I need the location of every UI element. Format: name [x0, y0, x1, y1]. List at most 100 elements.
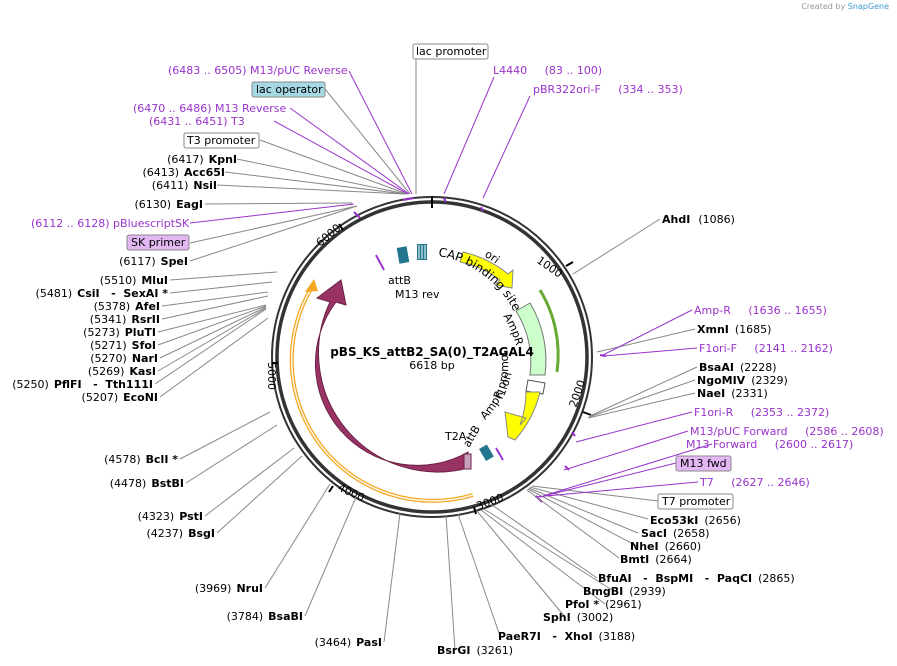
mlui-name: MluI: [141, 274, 168, 287]
feature-orange-outline: [289, 279, 474, 503]
svg-text:SphI(3002): SphI (3002): [543, 611, 613, 624]
afei-name: AfeI: [135, 300, 160, 313]
bstbi-name: BstBI: [151, 477, 184, 490]
acc65i-pos: (6413): [142, 166, 179, 179]
bcli-pos: (4578): [104, 453, 141, 466]
credit-created-by: Created by: [801, 2, 846, 11]
label-m13-reverse: (6470 .. 6486) M13 Reverse: [133, 102, 286, 115]
svg-text:(5250)PflFI - Tth111I: (5250)PflFI - Tth111I: [12, 378, 153, 391]
label-t3-promoter: T3 promoter: [186, 134, 256, 147]
t2a-label: T2A: [444, 430, 467, 443]
feature-attb-left: [396, 246, 410, 264]
csii-name: CsiI - SexAI *: [77, 287, 168, 300]
bmti-name: BmtI: [620, 553, 649, 566]
svg-text:(6117)SpeI: (6117)SpeI: [119, 255, 188, 268]
nsii-name: NsiI: [193, 179, 217, 192]
bmti-pos: (2664): [655, 553, 692, 566]
paer7i-pos: (3188): [599, 630, 636, 643]
svg-text:SacI(2658): SacI(2658): [641, 527, 710, 540]
feature-t2a: [463, 453, 472, 470]
bsaai-name: BsaAI: [699, 361, 734, 374]
econi-pos: (5207): [82, 391, 119, 404]
svg-text:(3784)BsaBI: (3784)BsaBI: [227, 610, 303, 623]
mlui-pos: (5510): [100, 274, 137, 287]
xmni-name: XmnI: [697, 323, 729, 336]
pfoi-pos: (2961): [605, 598, 642, 611]
svg-text:BfuAI - BspMI - PaqCI(28: BfuAI - BspMI - PaqCI(2865): [598, 572, 795, 585]
csii-pos: (5481): [36, 287, 73, 300]
svg-text:(4478)BstBI: (4478)BstBI: [110, 477, 184, 490]
credit-brand: SnapGene: [847, 2, 889, 11]
eco53ki-name: Eco53kI: [650, 514, 698, 527]
label-lac-operator: lac operator: [256, 83, 323, 96]
svg-text:(3969)NruI: (3969)NruI: [195, 582, 263, 595]
label-m13-forward: M13 Forward (2600 .. 2617): [686, 438, 853, 451]
sphi-name: SphI: [543, 611, 571, 624]
kasi-name: KasI: [129, 365, 156, 378]
label-m13puc-reverse: (6483 .. 6505) M13/pUC Reverse: [168, 64, 348, 77]
svg-text:(5271)SfoI: (5271) SfoI: [90, 339, 156, 352]
feature-ampr: [515, 289, 560, 376]
bsaai-pos: (2228): [740, 361, 777, 374]
svg-text:(3464)PasI: (3464)PasI: [315, 636, 382, 649]
svg-text:(5378)AfeI: (5378) AfeI: [94, 300, 160, 313]
sphi-pos: (3002): [577, 611, 614, 624]
label-t7: T7 (2627 .. 2646): [699, 476, 810, 489]
label-pbluescriptsk: (6112 .. 6128) pBluescriptSK: [31, 217, 190, 230]
paer7i-name: PaeR7I - XhoI: [498, 630, 593, 643]
pfoi-name: PfoI *: [565, 598, 599, 611]
nrui-pos: (3969): [195, 582, 232, 595]
bsgi-name: BsgI: [188, 527, 215, 540]
svg-text:(6413)Acc65I: (6413) Acc65I: [142, 166, 225, 179]
ahdi-name: AhdI: [662, 213, 690, 226]
feature-gal4: GAL4: [314, 279, 469, 473]
svg-text:(4237)BsgI: (4237) BsgI: [147, 527, 215, 540]
rsrii-pos: (5341): [90, 313, 127, 326]
afei-pos: (5378): [94, 300, 131, 313]
svg-text:NheI(2660): NheI(2660): [630, 540, 701, 553]
kpni-pos: (6417): [167, 153, 204, 166]
label-sk-primer: SK primer: [131, 236, 186, 249]
xmni-pos: (1685): [735, 323, 772, 336]
feature-lac-stripes: [418, 245, 426, 259]
saci-name: SacI: [641, 527, 667, 540]
svg-text:Eco53kI(2656): Eco53kI (2656): [650, 514, 741, 527]
svg-text:AhdI(1086): AhdI (1086): [662, 213, 735, 226]
kpni-name: KpnI: [209, 153, 237, 166]
ngomiv-name: NgoMIV: [697, 374, 746, 387]
svg-text:NgoMIV(2329): NgoMIV (2329): [697, 374, 788, 387]
eco53ki-pos: (2656): [704, 514, 741, 527]
nhei-pos: (2660): [665, 540, 702, 553]
svg-text:(5510)MluI: (5510) MluI: [100, 274, 168, 287]
acc65i-name: Acc65I: [184, 166, 225, 179]
eagi-pos: (6130): [135, 198, 172, 211]
ngomiv-pos: (2329): [751, 374, 788, 387]
attb-right-label: attB: [460, 423, 483, 449]
bmgbi-pos: (2939): [629, 585, 666, 598]
label-m13puc-forward: M13/pUC Forward (2586 .. 2608): [690, 425, 884, 438]
label-amp-r: Amp-R (1636 .. 1655): [694, 304, 827, 317]
sfoi-name: SfoI: [132, 339, 156, 352]
sfoi-pos: (5271): [90, 339, 127, 352]
svg-text:BmgBI(2939): BmgBI(2939): [583, 585, 666, 598]
label-lac-promoter: lac promoter: [416, 45, 487, 58]
naei-name: NaeI: [697, 387, 725, 400]
eagi-name: EagI: [176, 198, 203, 211]
nari-name: NarI: [132, 352, 158, 365]
ahdi-pos: (1086): [698, 213, 735, 226]
label-t7-promoter: T7 promoter: [661, 495, 731, 508]
plasmid-size: 6618 bp: [409, 359, 454, 372]
attb-left-label: attB: [388, 274, 411, 287]
pluti-name: PluTI: [125, 326, 156, 339]
svg-text:NaeI(2331): NaeI(2331): [697, 387, 768, 400]
svg-text:(6411)NsiI: (6411) NsiI: [152, 179, 217, 192]
bsgi-pos: (4237): [147, 527, 184, 540]
label-m13-fwd: M13 fwd: [680, 457, 727, 470]
svg-text:(5270)NarI: (5270)NarI: [90, 352, 158, 365]
snapgene-credit: Created by SnapGene: [801, 2, 889, 11]
nsii-pos: (6411): [152, 179, 189, 192]
feature-f1-ori: [504, 391, 541, 441]
svg-text:(5269)KasI: (5269)KasI: [88, 365, 156, 378]
spei-pos: (6117): [119, 255, 156, 268]
